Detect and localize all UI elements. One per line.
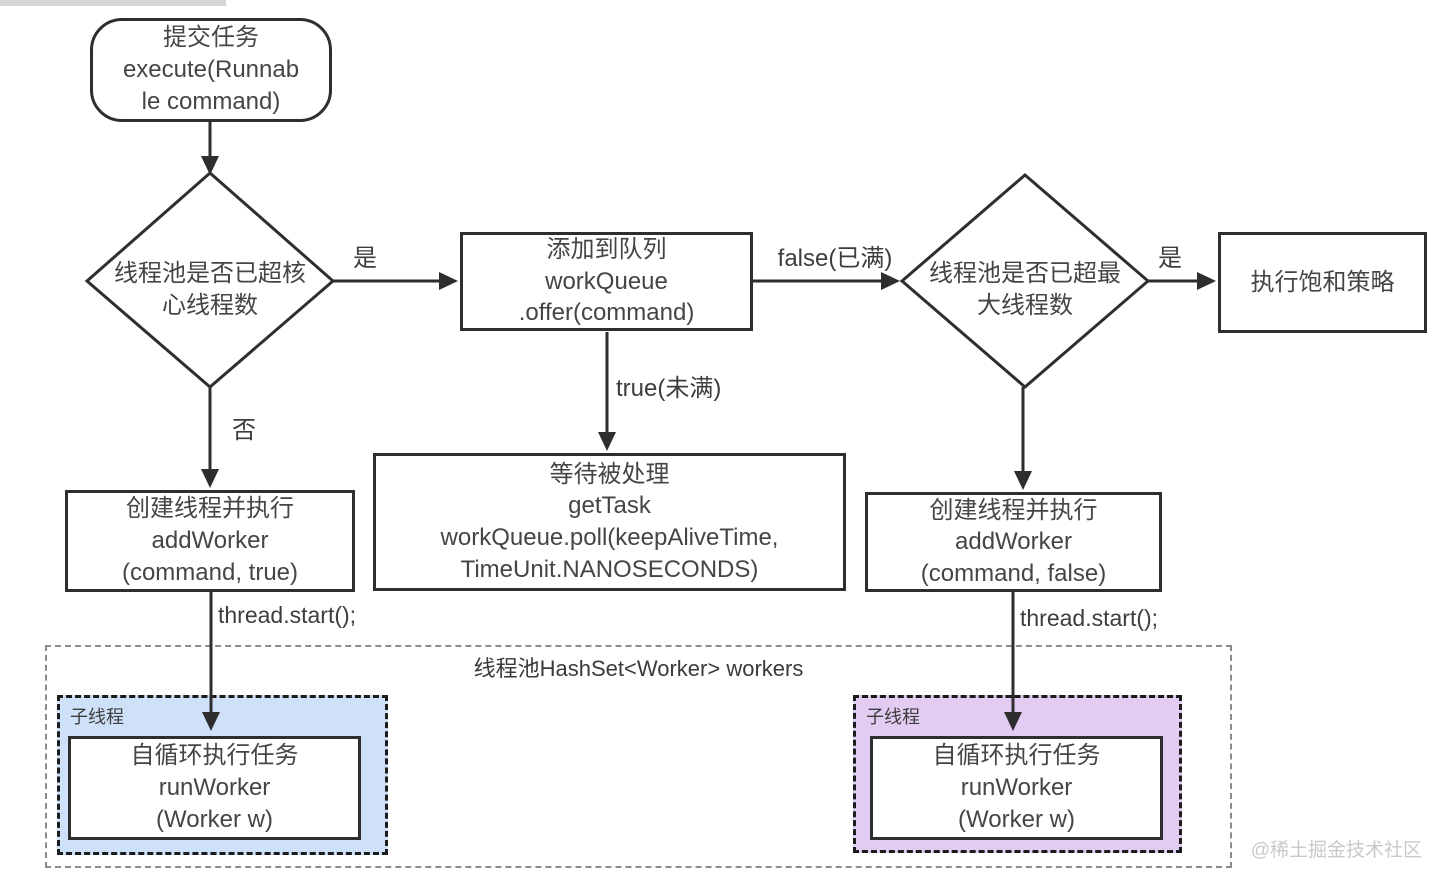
thread-pool-container: 线程池HashSet<Worker> workers	[45, 645, 1232, 868]
arrowhead-max-to-addworker	[1014, 471, 1032, 490]
node-decision-core-threads-label: 线程池是否已超核 心线程数	[114, 260, 306, 319]
screenshot-edge-artifact	[0, 0, 226, 6]
worker-thread-label-right: 子线程	[866, 707, 920, 727]
thread-pool-title: 线程池HashSet<Worker> workers	[473, 656, 804, 681]
node-start-submit-task: 提交任务 execute(Runnab le command)	[90, 18, 332, 122]
edge-label-true-not-full: true(未满)	[616, 375, 722, 402]
node-offer-work-queue: 添加到队列 workQueue .offer(command)	[460, 232, 753, 331]
worker-thread-label-left: 子线程	[70, 707, 124, 727]
edge-label-yes-left: 是	[353, 245, 377, 272]
arrowhead-core-to-addworker	[201, 469, 219, 488]
node-saturation-policy: 执行饱和策略	[1218, 232, 1427, 333]
arrowhead-queue-to-max	[881, 272, 900, 290]
node-run-worker-left: 自循环执行任务 runWorker (Worker w)	[68, 736, 361, 840]
edge-label-thread-start-right: thread.start();	[1020, 605, 1159, 631]
arrowhead-max-to-saturation	[1197, 272, 1216, 290]
arrowhead-start-to-core	[201, 156, 219, 175]
arrowhead-queue-to-wait	[598, 432, 616, 451]
worker-thread-box-right: 子线程 自循环执行任务 runWorker (Worker w)	[853, 695, 1182, 853]
node-run-worker-right: 自循环执行任务 runWorker (Worker w)	[870, 736, 1163, 840]
watermark: @稀土掘金技术社区	[1250, 840, 1422, 861]
edge-label-yes-right: 是	[1158, 245, 1182, 272]
edge-label-no-left: 否	[232, 417, 256, 444]
edge-label-false-full: false(已满)	[777, 245, 893, 272]
node-decision-max-threads-label: 线程池是否已超最 大线程数	[929, 260, 1121, 319]
edge-label-thread-start-left: thread.start();	[218, 602, 357, 628]
node-add-worker-core: 创建线程并执行 addWorker (command, true)	[65, 490, 355, 592]
node-wait-get-task: 等待被处理 getTask workQueue.poll(keepAliveTi…	[373, 453, 846, 591]
arrowhead-core-to-queue	[439, 272, 458, 290]
node-add-worker-max: 创建线程并执行 addWorker (command, false)	[865, 492, 1162, 592]
worker-thread-box-left: 子线程 自循环执行任务 runWorker (Worker w)	[57, 695, 388, 855]
